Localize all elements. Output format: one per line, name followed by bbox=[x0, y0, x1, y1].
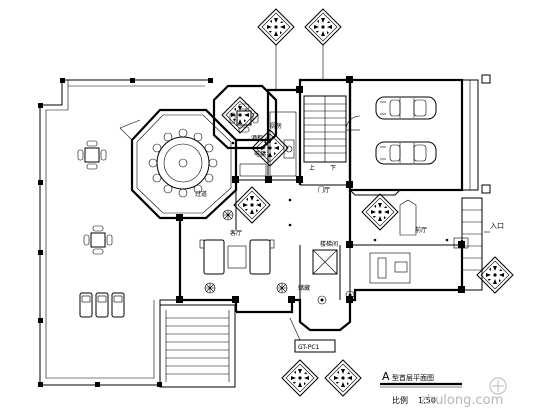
diamond-symbol-living bbox=[233, 186, 271, 224]
scale-label: 比例 bbox=[392, 395, 408, 405]
markers bbox=[231, 141, 449, 242]
kitchen-label: 厨房 bbox=[270, 122, 282, 130]
terrace bbox=[38, 78, 213, 387]
car-top-icon bbox=[375, 96, 437, 120]
zhulong-logo-icon bbox=[489, 377, 507, 395]
plant-2-icon bbox=[204, 282, 216, 294]
plan-title: 型首层平面图 bbox=[392, 373, 434, 382]
tag-label: GT-PC1 bbox=[298, 344, 320, 351]
breakfast-nook bbox=[212, 84, 278, 150]
stair-up-label: 上 bbox=[309, 164, 315, 172]
internal-stair: 上 下 bbox=[303, 95, 361, 172]
stair-down-label: 下 bbox=[330, 165, 336, 172]
plant-1-icon bbox=[222, 209, 234, 221]
terrace-stairs bbox=[159, 304, 236, 388]
dining-room bbox=[119, 108, 238, 220]
wine-label: 酒柜 bbox=[251, 134, 263, 142]
living-room: 客厅 bbox=[199, 209, 355, 305]
lounge-chairs-icon bbox=[79, 292, 125, 318]
diamond-symbol-bottom-right bbox=[324, 359, 362, 397]
house-walls bbox=[178, 78, 464, 332]
outdoor-table-2-icon bbox=[83, 225, 113, 255]
storage-label: 储藏 bbox=[298, 284, 310, 292]
diamond-symbol-dining bbox=[221, 96, 259, 134]
foyer: 前厅 bbox=[349, 189, 427, 284]
watermark-text: zhulong.com bbox=[420, 393, 503, 408]
elevator-core: 楼梯间 储藏 bbox=[298, 240, 338, 292]
kitchen: 厨房 酒柜 bbox=[239, 111, 297, 177]
foyer-label: 前厅 bbox=[415, 226, 427, 234]
diamond-symbol-hall bbox=[361, 193, 399, 231]
diamond-symbol-top-left bbox=[257, 8, 295, 46]
garage bbox=[348, 74, 491, 194]
outdoor-table-1-icon bbox=[77, 140, 107, 170]
elevator-label: 楼梯间 bbox=[320, 240, 338, 248]
diamond-symbol-bottom-left bbox=[281, 359, 319, 397]
hall-label: 门厅 bbox=[318, 186, 330, 194]
car-bottom-icon bbox=[375, 141, 437, 165]
title-block: A 型首层平面图 比例 1:50 bbox=[380, 370, 462, 405]
plant-3-icon bbox=[276, 282, 288, 294]
mid-label: 过道 bbox=[195, 190, 207, 198]
diamond-symbol-top-right bbox=[304, 8, 342, 46]
watermark: zhulong.com bbox=[420, 377, 507, 408]
scale-value: 1:50 bbox=[418, 396, 436, 405]
gt-pc1-tag: GT-PC1 bbox=[289, 317, 336, 353]
living-label: 客厅 bbox=[230, 229, 242, 237]
elevator-text: 电梯 bbox=[254, 150, 266, 158]
entrance-stairs bbox=[453, 197, 483, 291]
entrance-label: 入口 bbox=[490, 222, 504, 230]
title-letter: A bbox=[382, 370, 390, 383]
